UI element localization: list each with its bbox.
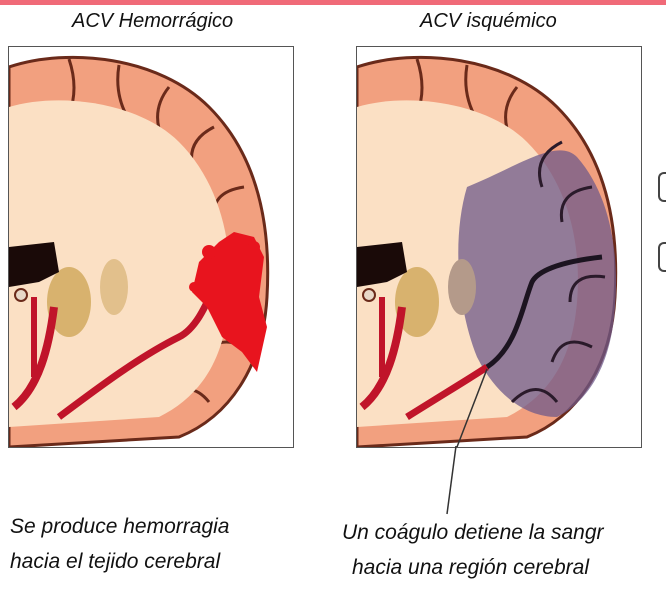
right-brain-illustration (356, 46, 642, 448)
cropped-edge-mark (658, 172, 666, 202)
right-panel-title: ACV isquémico (420, 10, 557, 33)
clot-pointer-extension (445, 446, 465, 516)
right-caption-line1: Un coágulo detiene la sangr (342, 518, 604, 548)
left-caption-line2: hacia el tejido cerebral (10, 547, 220, 577)
top-accent-bar (0, 0, 666, 5)
left-panel-title: ACV Hemorrágico (72, 10, 233, 33)
cropped-edge-mark (658, 242, 666, 272)
left-caption-line1: Se produce hemorragia (10, 512, 229, 542)
left-brain-illustration (8, 46, 294, 448)
right-caption-line2: hacia una región cerebral (352, 553, 589, 583)
